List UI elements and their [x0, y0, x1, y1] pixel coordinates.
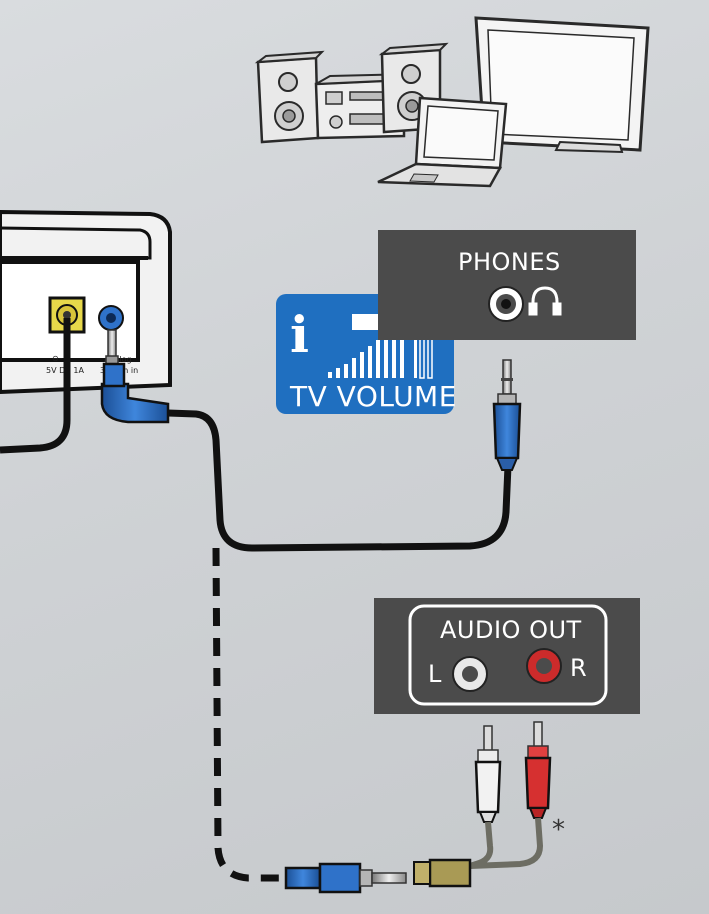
left-channel-label: L — [428, 660, 442, 688]
laptop-icon — [377, 96, 508, 188]
receiver-device: ⊖–⊕ 5V DC 1A Analog 3.5mm in — [0, 209, 172, 395]
audio-out-label: AUDIO OUT — [440, 616, 582, 644]
headphones-icon — [528, 286, 562, 316]
phones-panel: PHONES — [378, 230, 636, 340]
info-icon: i — [290, 305, 309, 364]
stereo-system-icon — [254, 42, 449, 144]
right-channel-label: R — [570, 654, 587, 682]
bottom-jack-plug — [284, 862, 407, 894]
power-symbol-label: ⊖–⊕ — [52, 354, 69, 363]
source-devices-illustration — [254, 16, 650, 188]
audio-cable — [167, 409, 512, 552]
adapter-coupler — [413, 858, 472, 888]
power-cable — [0, 318, 71, 454]
tv-icon — [474, 16, 650, 154]
right-angle-jack-plug — [100, 329, 170, 424]
audio-out-panel: AUDIO OUT L R — [374, 598, 640, 714]
rca-plug-right — [524, 721, 552, 819]
rca-plug-left — [474, 725, 502, 823]
tv-volume-label: TV VOLUME — [289, 380, 457, 413]
volume-level-icon — [328, 311, 433, 379]
footnote-marker: * — [552, 815, 565, 845]
alternative-cable-dashed — [212, 547, 292, 882]
y-cable — [469, 817, 544, 869]
phones-label: PHONES — [458, 248, 561, 276]
phones-jack-plug — [492, 359, 522, 471]
